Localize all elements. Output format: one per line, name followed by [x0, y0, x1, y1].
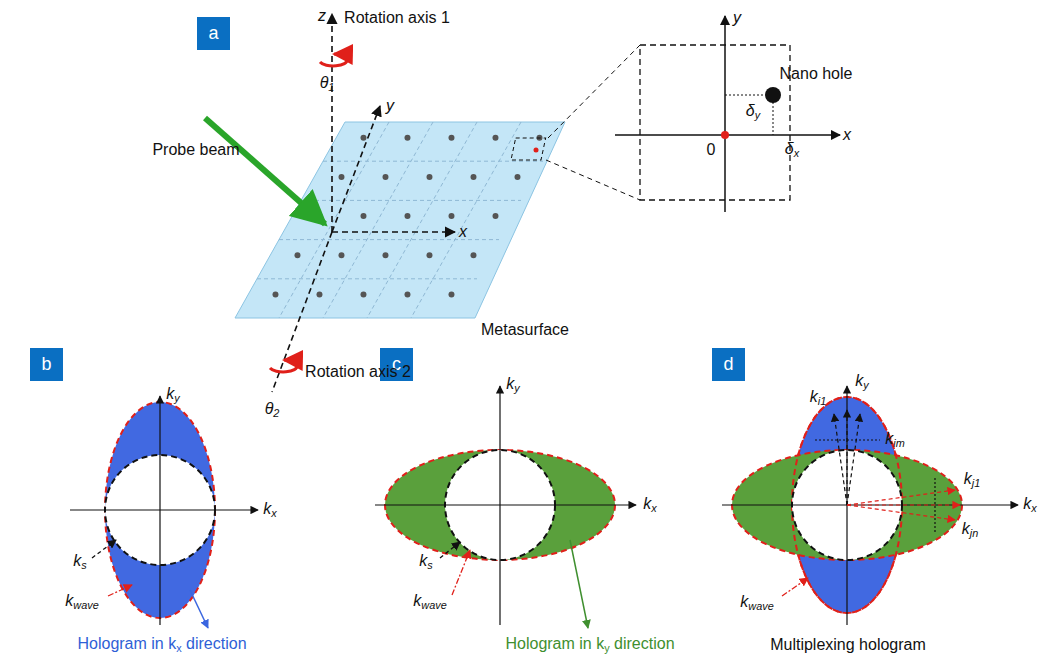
panel-tag: a [197, 17, 230, 50]
figure-label: kim [885, 430, 904, 451]
figure-label: δx [785, 140, 799, 161]
figure-label: kj1 [964, 470, 980, 491]
figure-label: Hologram in kx direction [77, 635, 246, 656]
figure-label: ky [855, 372, 868, 393]
figure-label: y [733, 9, 741, 27]
panel-tag: b [30, 348, 63, 381]
figure-label: kwave [65, 592, 98, 613]
panel-tag: d [712, 348, 745, 381]
figure-label: z [318, 7, 326, 25]
figure-label: x [843, 126, 851, 144]
figure-label: 0 [707, 141, 716, 159]
figure-label: Multiplexing hologram [770, 636, 926, 654]
figure-label: Probe beam [152, 141, 239, 159]
metasurface-figure [205, 14, 840, 392]
figure-label: θ1 [320, 74, 335, 95]
figure-label: θ2 [265, 400, 280, 421]
hologram-ky-figure [375, 386, 636, 628]
panel-letter: d [723, 354, 733, 375]
figure-label: kx [643, 495, 656, 516]
figure-label: ks [419, 552, 432, 573]
multiplexing-figure [722, 386, 1018, 625]
figure-label: Nano hole [780, 65, 853, 83]
figure-label: ky [166, 385, 179, 406]
figure-label: x [459, 223, 467, 241]
figure-label: ks [73, 552, 86, 573]
panel-letter: b [41, 354, 51, 375]
panel-letter: a [208, 23, 218, 44]
hologram-kx-figure [70, 396, 258, 628]
figure-label: ki1 [810, 388, 826, 409]
figure-label: Rotation axis 1 [344, 9, 450, 27]
figure-label: kwave [740, 593, 773, 614]
figure-label: kwave [413, 592, 446, 613]
figure-label: Rotation axis 2 [305, 363, 411, 381]
figure-label: y [386, 97, 394, 115]
figure-label: Hologram in ky direction [505, 635, 674, 656]
figure-label: kjn [962, 520, 978, 541]
figure-label: kx [1023, 495, 1036, 516]
figure-label: ky [506, 375, 519, 396]
figure-label: Metasurface [481, 321, 569, 339]
figure-label: δy [746, 102, 760, 123]
figure-label: kx [263, 500, 276, 521]
